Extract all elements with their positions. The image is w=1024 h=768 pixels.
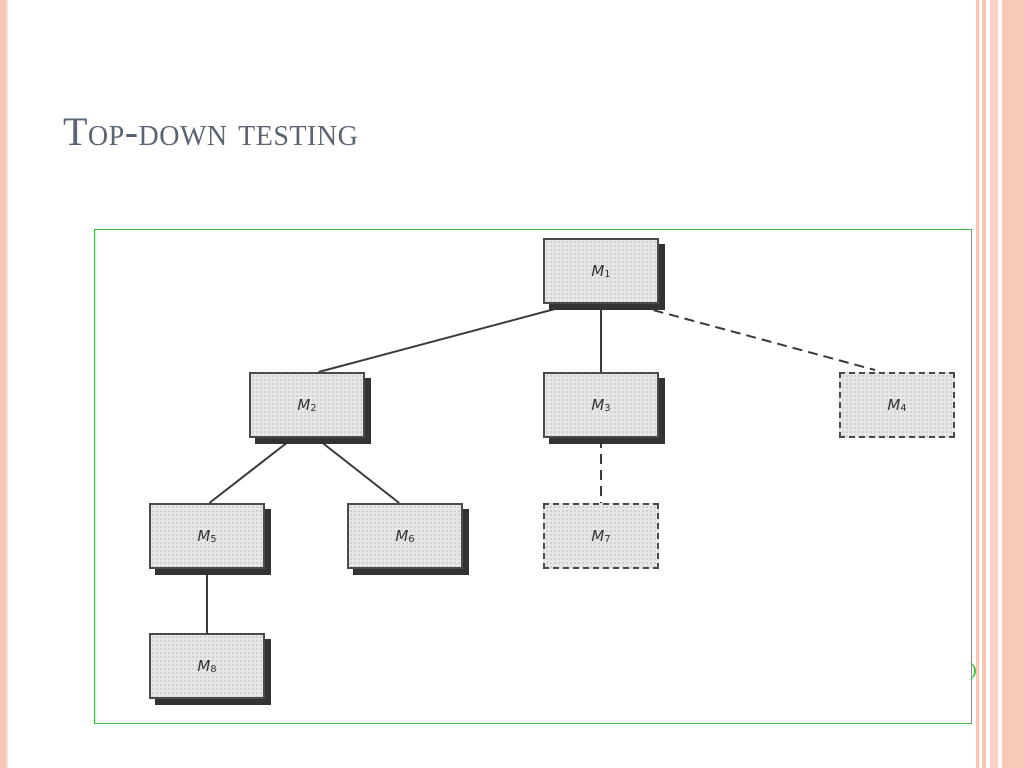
node-box — [839, 372, 955, 438]
edge-m1-m2 — [318, 305, 567, 373]
node-box — [543, 372, 659, 438]
node-subscript: 4 — [900, 402, 907, 414]
node-box — [149, 633, 265, 699]
node-letter: M — [887, 396, 901, 414]
node-box — [543, 503, 659, 569]
edge-m2-m6 — [315, 437, 400, 504]
node-letter: M — [197, 527, 211, 545]
left-frame-border — [0, 0, 8, 768]
panel-edge-mark — [966, 662, 976, 680]
node-subscript: 2 — [310, 402, 317, 414]
node-subscript: 5 — [210, 533, 217, 545]
edge-m2-m5 — [208, 437, 294, 504]
node-subscript: 1 — [604, 268, 611, 280]
slide-title: Top-down testing — [63, 109, 359, 154]
node-letter: M — [591, 262, 605, 280]
node-letter: M — [395, 527, 409, 545]
node-letter: M — [591, 527, 605, 545]
node-box — [149, 503, 265, 569]
node-subscript: 6 — [408, 533, 415, 545]
edge-m1-m4 — [637, 305, 876, 371]
node-letter: M — [591, 396, 605, 414]
node-box — [249, 372, 365, 438]
node-box — [543, 238, 659, 304]
diagram-edges — [206, 304, 876, 633]
right-frame-border — [976, 0, 1024, 768]
node-subscript: 3 — [604, 402, 611, 414]
node-subscript: 7 — [604, 533, 611, 545]
node-letter: M — [297, 396, 311, 414]
node-letter: M — [197, 657, 211, 675]
node-box — [347, 503, 463, 569]
node-subscript: 8 — [210, 663, 217, 675]
